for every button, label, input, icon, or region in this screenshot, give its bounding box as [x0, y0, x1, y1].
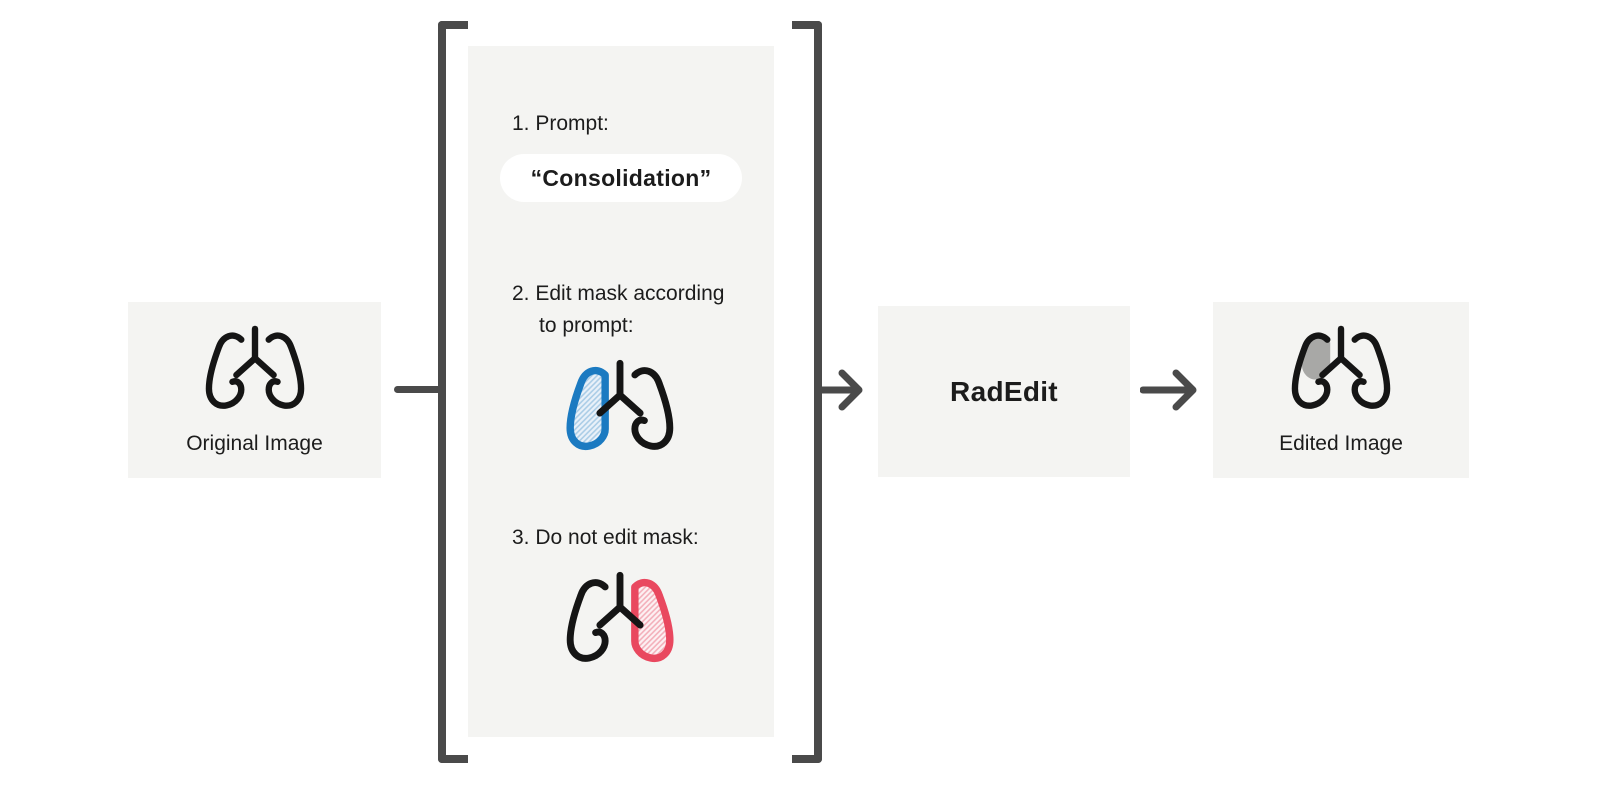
- step2-label: 2. Edit mask according to prompt:: [512, 278, 724, 342]
- lungs-edited-icon: [1291, 325, 1391, 409]
- radedit-model-box: RadEdit: [878, 306, 1130, 477]
- prompt-pill: “Consolidation”: [500, 154, 742, 202]
- edited-image-label: Edited Image: [1279, 432, 1403, 455]
- lungs-keep-mask-icon: [566, 571, 674, 663]
- edited-image-box: Edited Image: [1213, 302, 1469, 478]
- left-bracket: [438, 21, 468, 763]
- lungs-edit-mask-icon: [566, 359, 674, 451]
- step1-label: 1. Prompt:: [512, 112, 609, 135]
- prompt-panel: 1. Prompt: “Consolidation” 2. Edit mask …: [468, 46, 774, 737]
- connector-line: [394, 386, 442, 393]
- original-image-box: Original Image: [128, 302, 381, 478]
- step2-label-line2: to prompt:: [539, 314, 634, 337]
- right-bracket: [792, 21, 822, 763]
- step2-label-line1: 2. Edit mask according: [512, 282, 725, 305]
- step3-label: 3. Do not edit mask:: [512, 526, 699, 549]
- arrow-right-icon: [1140, 369, 1197, 411]
- original-image-label: Original Image: [186, 432, 323, 455]
- arrow-right-icon: [820, 369, 863, 411]
- radedit-label: RadEdit: [950, 375, 1058, 407]
- lungs-icon: [205, 325, 304, 409]
